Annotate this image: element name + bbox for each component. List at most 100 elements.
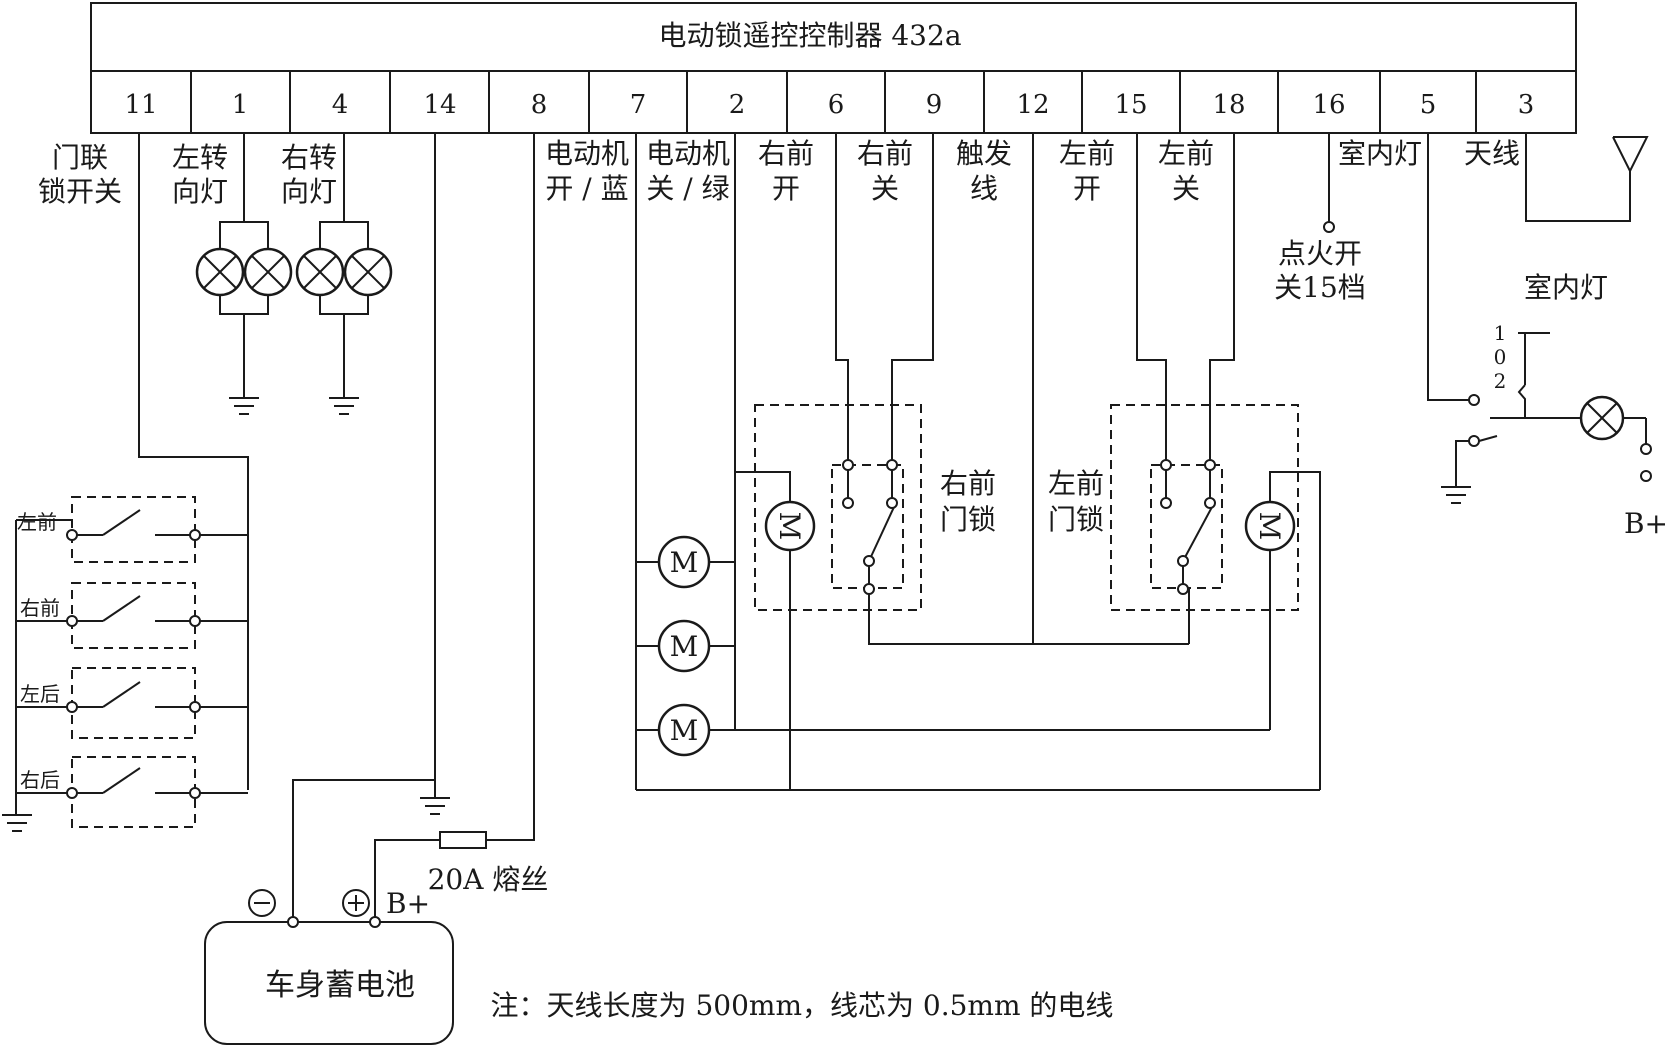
ground-symbol — [2, 814, 32, 832]
left-turn-lamps — [195, 133, 293, 415]
motor-icon: M — [657, 619, 711, 673]
motor-icon: M — [657, 703, 711, 757]
lamp-icon — [243, 247, 293, 297]
label-trigger: 线 — [970, 172, 998, 205]
label-ignition: 点火开 — [1278, 237, 1362, 270]
label-right-front-lock: 右前 — [940, 467, 996, 500]
svg-text:M: M — [670, 546, 699, 579]
switch-position-2: 2 — [1494, 369, 1507, 393]
motor-circuit: M M M — [635, 133, 1320, 791]
label-door-right-front: 右前 — [20, 596, 60, 620]
pin-number: 7 — [630, 90, 647, 120]
controller-title: 电动锁遥控控制器 432a — [658, 19, 961, 52]
battery-label: 车身蓄电池 — [265, 968, 415, 1003]
label-door-right-rear: 右后 — [20, 768, 60, 792]
pin-number: 1 — [232, 90, 249, 120]
fuse-circuit: 20A 熔丝 — [374, 133, 549, 922]
label-interior-light: 室内灯 — [1524, 271, 1608, 304]
label-lf-close: 左前 — [1158, 137, 1214, 170]
switch-position-0: 0 — [1494, 345, 1507, 369]
label-motor-open: 电动机 — [545, 137, 629, 170]
lamp-icon — [195, 247, 245, 297]
door-switch-circuit: 左前 右前 左后 右后 — [2, 133, 249, 832]
door-switch-right-front: 右前 — [20, 582, 201, 649]
motor-icon: M — [657, 535, 711, 589]
pin-numbers: 11 1 4 14 8 7 2 6 9 12 15 18 16 5 3 — [124, 90, 1534, 120]
pin-number: 8 — [531, 90, 548, 120]
pin-labels: 门联 锁开关 左转 向灯 右转 向灯 电动机 开 / 蓝 电动机 关 / 绿 右… — [38, 137, 1608, 536]
label-rf-close: 关 — [871, 172, 899, 205]
label-antenna: 天线 — [1464, 137, 1520, 170]
ignition-circuit — [1323, 133, 1335, 233]
plus-icon — [342, 889, 370, 917]
label-left-turn: 左转 — [172, 141, 228, 174]
interior-light-circuit: 1 0 2 B+ — [1427, 133, 1667, 540]
door-switch-left-rear: 左后 — [20, 667, 201, 739]
pin-number: 9 — [926, 90, 943, 120]
right-front-door-lock: M — [735, 133, 1189, 790]
antenna-circuit — [1525, 133, 1649, 222]
motor-icon: M — [1244, 500, 1296, 552]
footnote: 注：天线长度为 500mm，线芯为 0.5mm 的电线 — [491, 989, 1114, 1022]
label-rf-close: 右前 — [857, 137, 913, 170]
svg-text:M: M — [670, 714, 699, 747]
label-right-turn: 右转 — [281, 141, 337, 174]
fuse-icon — [439, 831, 487, 849]
label-door-switch: 门联 — [52, 141, 108, 174]
label-door-switch: 锁开关 — [38, 175, 122, 208]
svg-text:M: M — [670, 630, 699, 663]
pin-number: 16 — [1312, 90, 1345, 120]
label-motor-close: 电动机 — [646, 137, 730, 170]
label-left-front-lock: 左前 — [1048, 467, 1104, 500]
lamp-icon — [343, 247, 393, 297]
ground-symbol — [329, 397, 359, 415]
switch-position-1: 1 — [1494, 321, 1507, 345]
ground-symbol — [229, 397, 259, 415]
pin-number: 11 — [124, 90, 157, 120]
motor-icon: M — [764, 500, 816, 552]
pin-number: 3 — [1518, 90, 1535, 120]
lamp-icon — [1579, 395, 1625, 441]
label-right-front-lock: 门锁 — [940, 503, 996, 536]
label-door-left-front: 左前 — [17, 510, 57, 534]
label-right-turn: 向灯 — [281, 175, 337, 208]
controller-box: 电动锁遥控控制器 432a 11 1 4 14 8 7 2 6 9 12 15 … — [90, 2, 1577, 134]
pin-number: 12 — [1016, 90, 1049, 120]
label-rf-open: 右前 — [758, 137, 814, 170]
ground-symbol — [1441, 486, 1471, 504]
lamp-icon — [295, 247, 345, 297]
left-front-door-lock: M — [1110, 133, 1321, 790]
label-trigger: 触发 — [956, 137, 1012, 170]
label-interior-light-pin: 室内灯 — [1338, 137, 1422, 170]
door-switch-left-front: 左前 — [17, 496, 201, 563]
minus-icon — [248, 889, 276, 917]
fuse-label: 20A 熔丝 — [428, 863, 549, 896]
door-switch-right-rear: 右后 — [20, 756, 201, 828]
label-lf-close: 关 — [1172, 172, 1200, 205]
ground-symbol — [420, 797, 450, 815]
right-turn-lamps — [295, 133, 393, 415]
label-lf-open: 开 — [1073, 172, 1101, 205]
pin-number: 6 — [828, 90, 845, 120]
label-motor-open: 开 / 蓝 — [545, 172, 628, 205]
ground-circuit — [292, 133, 450, 922]
svg-text:M: M — [1253, 512, 1286, 541]
label-left-front-lock: 门锁 — [1048, 503, 1104, 536]
pin-number: 4 — [332, 90, 349, 120]
battery: B+ 车身蓄电池 — [204, 887, 454, 1045]
label-left-turn: 向灯 — [172, 175, 228, 208]
label-lf-open: 左前 — [1059, 137, 1115, 170]
pin-number: 5 — [1420, 90, 1437, 120]
pin-number: 15 — [1114, 90, 1147, 120]
pin-dividers — [190, 71, 1477, 133]
label-rf-open: 开 — [772, 172, 800, 205]
battery-positive-label: B+ — [386, 887, 430, 920]
b-plus-label: B+ — [1624, 507, 1667, 540]
pin-number: 18 — [1212, 90, 1245, 120]
pin-number: 2 — [729, 90, 746, 120]
pin-number: 14 — [423, 90, 456, 120]
svg-text:M: M — [773, 512, 806, 541]
label-motor-close: 关 / 绿 — [646, 172, 729, 205]
label-door-left-rear: 左后 — [20, 682, 60, 706]
